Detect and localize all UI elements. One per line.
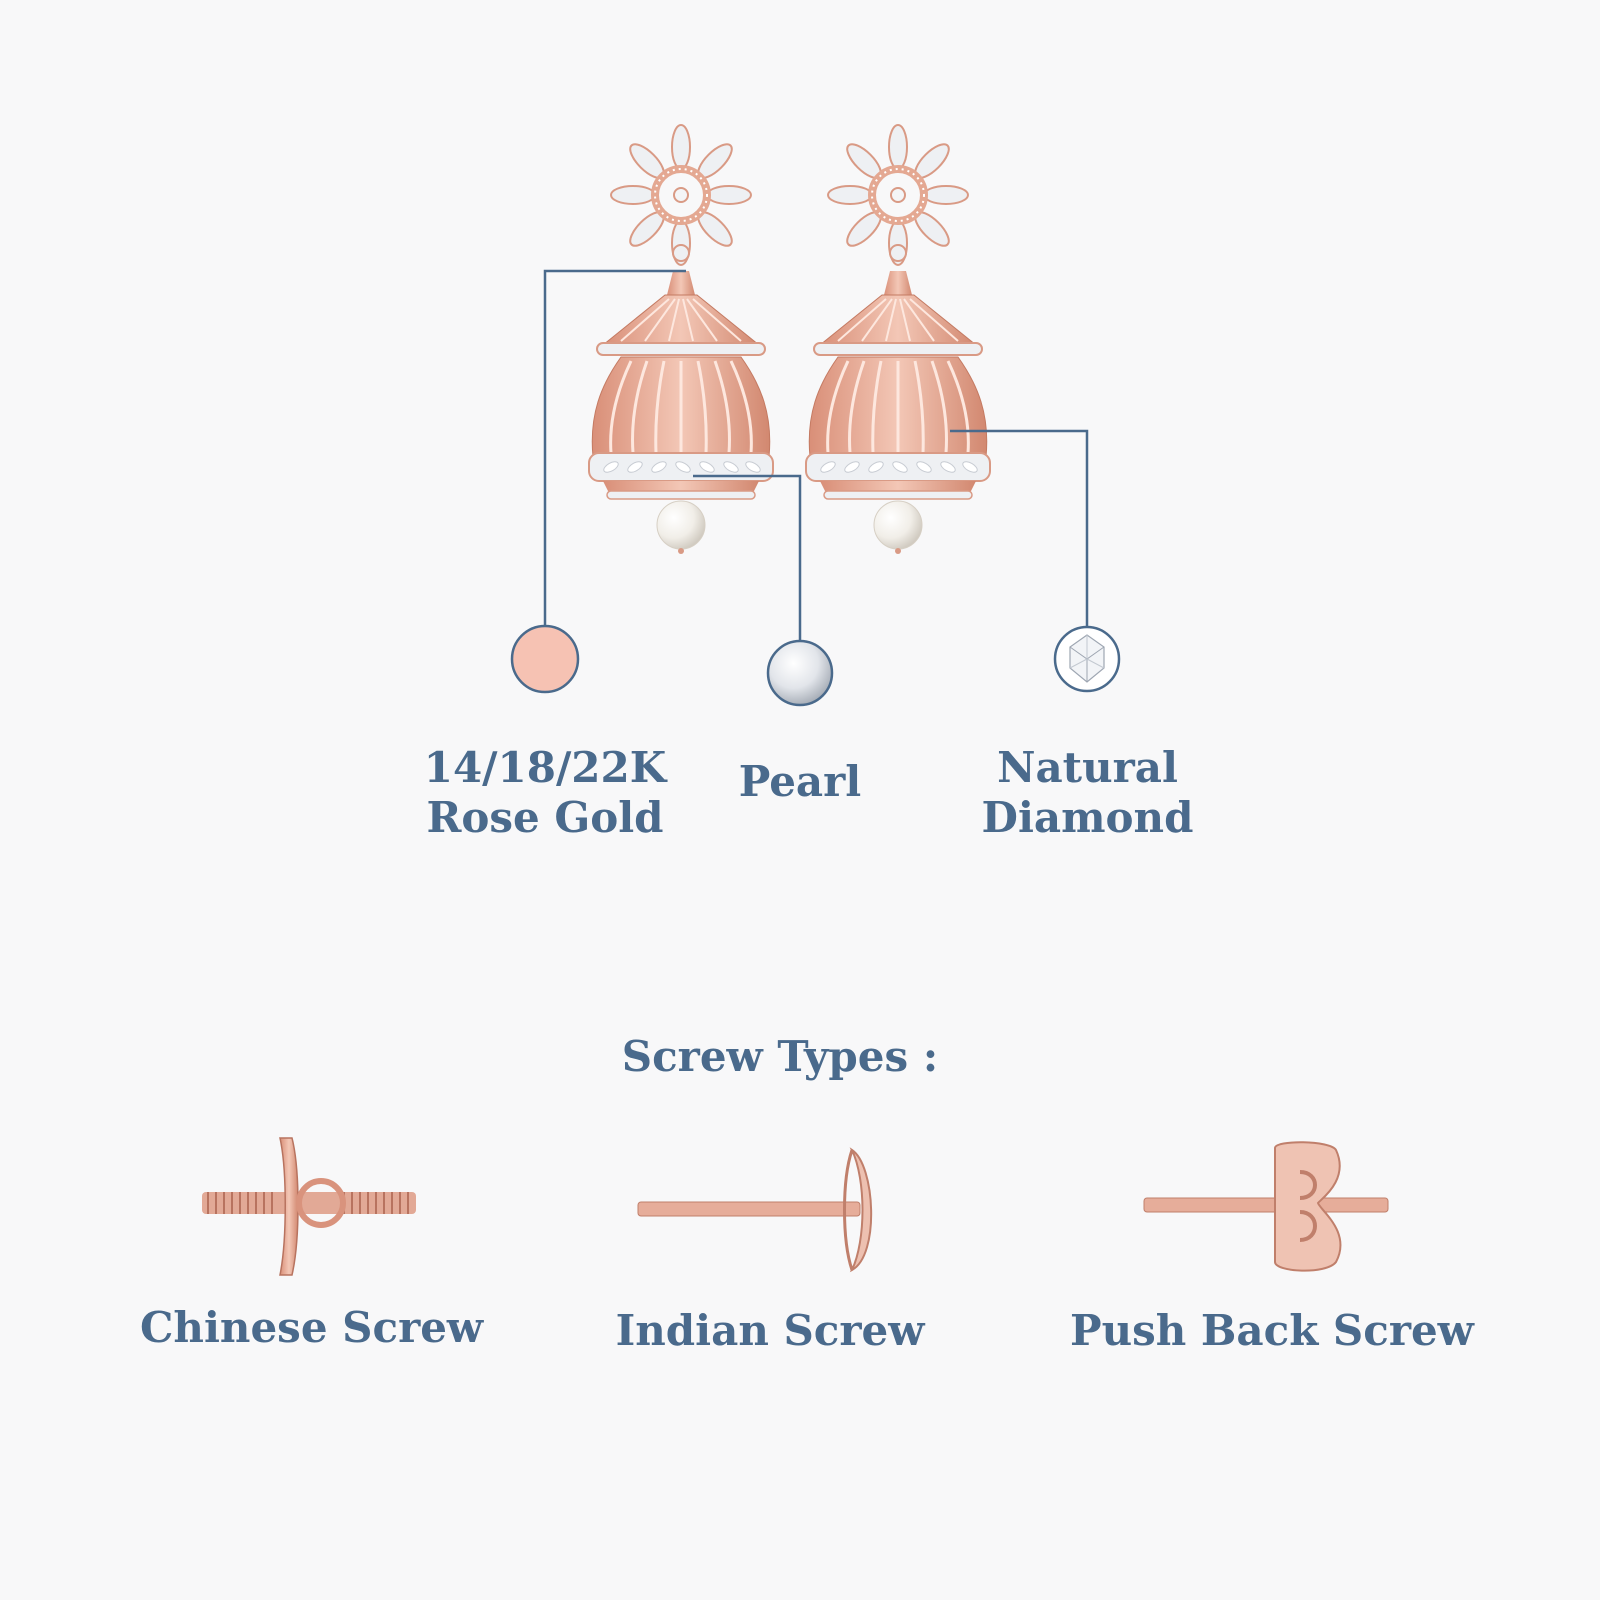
- pearl-label-line-1: Pearl: [738, 757, 862, 806]
- pearl-label: Pearl: [680, 757, 920, 807]
- diamond-label-line-2: Diamond: [981, 793, 1194, 843]
- screw-types-title: Screw Types :: [621, 1032, 939, 1081]
- rose-gold-label-line-2: Rose Gold: [426, 793, 664, 843]
- chinese-screw-icon: [202, 1137, 416, 1276]
- diamond-swatch-icon: [1053, 625, 1121, 693]
- rose-gold-leader-line: [543, 269, 686, 626]
- indian-screw-label: Indian Screw: [615, 1306, 925, 1355]
- rose-gold-label-line-1: 14/18/22K: [423, 743, 667, 792]
- indian-screw-icon: [637, 1147, 873, 1273]
- rose-gold-swatch-icon: [510, 624, 580, 694]
- diamond-leader-line: [950, 429, 1089, 626]
- push-back-screw-icon: [1143, 1141, 1389, 1272]
- diamond-label: Natural Diamond: [950, 743, 1225, 844]
- left-earring-image: [589, 125, 773, 554]
- chinese-screw-label: Chinese Screw: [140, 1303, 484, 1352]
- push-back-screw-label: Push Back Screw: [1070, 1306, 1474, 1355]
- right-earring-image: [806, 125, 990, 554]
- pearl-leader-line: [693, 474, 802, 641]
- pearl-swatch-icon: [766, 639, 834, 707]
- rose-gold-label: 14/18/22K Rose Gold: [395, 743, 695, 844]
- diamond-label-line-1: Natural: [997, 743, 1178, 792]
